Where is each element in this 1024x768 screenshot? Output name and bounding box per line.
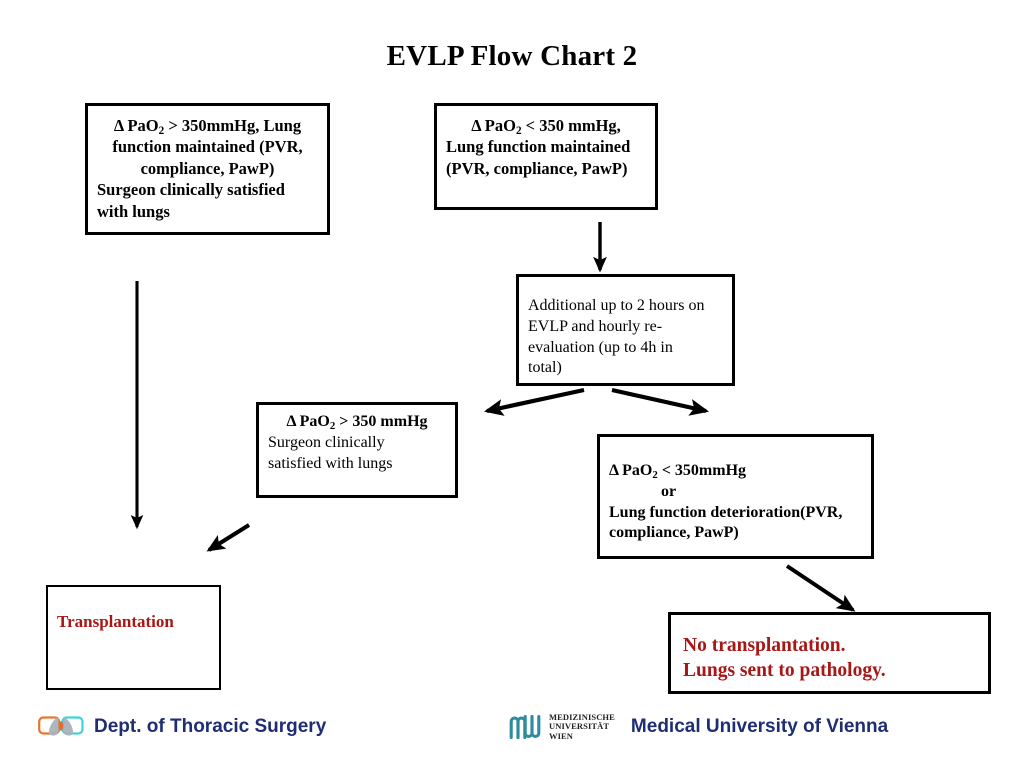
box-line: No transplantation. bbox=[683, 635, 846, 656]
box-line: Lung function maintained bbox=[446, 137, 631, 157]
box-line: Δ PaO2 < 350 mmHg, bbox=[471, 116, 621, 138]
box-reeval-pass[interactable]: Δ PaO2 > 350 mmHg Surgeon clinically sat… bbox=[256, 402, 458, 498]
box-line: Δ PaO2 > 350mmHg, Lung bbox=[113, 116, 302, 138]
box-criteria-high-pao2[interactable]: Δ PaO2 > 350mmHg, Lung function maintain… bbox=[85, 103, 330, 235]
wordmark-line-2: UNIVERSITÄT bbox=[549, 721, 610, 732]
box-line: Δ PaO2 > 350 mmHg bbox=[286, 413, 428, 433]
wordmark-line-1: MEDIZINISCHE bbox=[549, 712, 615, 723]
footer-dept-thoracic-surgery: Dept. of Thoracic Surgery bbox=[38, 712, 326, 742]
box-criteria-low-pao2[interactable]: Δ PaO2 < 350 mmHg, Lung function maintai… bbox=[434, 103, 658, 210]
footer-medical-university-vienna: MEDIZINISCHE UNIVERSITÄT WIEN Medical Un… bbox=[508, 712, 888, 742]
subscript-2: 2 bbox=[515, 125, 522, 138]
arrow-additional-evlp-to-reeval-fail bbox=[611, 387, 710, 416]
box-line: (PVR, compliance, PawP) bbox=[446, 158, 628, 178]
box-line: compliance, PawP) bbox=[609, 524, 739, 542]
wordmark-line-3: WIEN bbox=[549, 730, 574, 741]
subscript-2: 2 bbox=[652, 469, 658, 482]
box-line: Lungs sent to pathology. bbox=[683, 660, 886, 682]
box-line: Lung function deterioration(PVR, bbox=[609, 503, 843, 521]
box-line: Surgeon clinically bbox=[268, 433, 385, 451]
footer-dept-label: Dept. of Thoracic Surgery bbox=[94, 716, 327, 737]
box-line: Surgeon clinically satisfied bbox=[97, 180, 285, 200]
box-line: Transplantation bbox=[57, 612, 174, 631]
arrow-reeval-fail-to-no-transplantation bbox=[785, 564, 856, 612]
box-additional-evlp[interactable]: Additional up to 2 hours on EVLP and hou… bbox=[516, 274, 735, 386]
arrow-additional-evlp-to-reeval-pass bbox=[483, 387, 585, 416]
meduni-wien-wordmark: MEDIZINISCHE UNIVERSITÄT WIEN bbox=[549, 713, 615, 741]
box-reeval-fail[interactable]: Δ PaO2 < 350mmHg or Lung function deteri… bbox=[597, 434, 874, 559]
box-line: Δ PaO2 < 350mmHg bbox=[609, 462, 747, 482]
box-line: evaluation (up to 4h in bbox=[528, 338, 673, 356]
box-transplantation[interactable]: Transplantation bbox=[46, 585, 221, 690]
box-line: EVLP and hourly re- bbox=[528, 317, 663, 335]
box-line: compliance, PawP) bbox=[140, 158, 275, 178]
box-line: satisfied with lungs bbox=[268, 454, 393, 472]
box-no-transplantation[interactable]: No transplantation. Lungs sent to pathol… bbox=[668, 612, 991, 694]
footer-university-label: Medical University of Vienna bbox=[630, 716, 889, 737]
arrow-reeval-pass-to-transplantation bbox=[206, 523, 251, 552]
box-line: function maintained (PVR, bbox=[112, 137, 303, 157]
lungs-logo-icon bbox=[38, 712, 84, 742]
subscript-2: 2 bbox=[158, 125, 165, 138]
meduni-wien-logo-icon bbox=[508, 712, 544, 742]
box-line: Additional up to 2 hours on bbox=[528, 297, 705, 314]
subscript-2: 2 bbox=[329, 420, 336, 433]
page-title: EVLP Flow Chart 2 bbox=[386, 40, 638, 72]
box-line: total) bbox=[528, 359, 562, 377]
box-line: or bbox=[661, 482, 677, 500]
box-line: with lungs bbox=[97, 201, 170, 221]
